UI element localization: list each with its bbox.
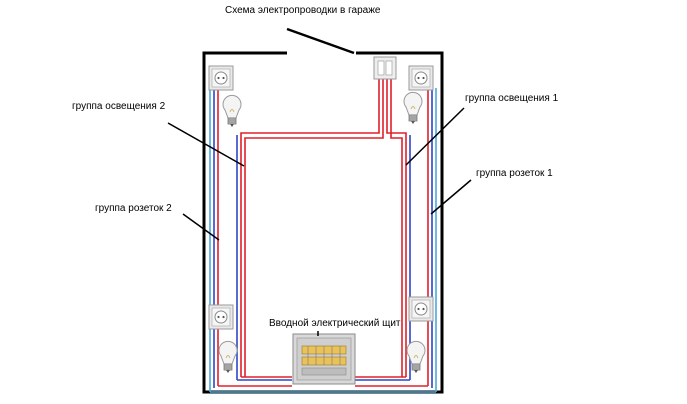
distribution-panel-icon (292, 333, 356, 385)
pointer-sockets-1 (430, 179, 472, 215)
pointer-lines (167, 107, 472, 336)
light-switch-icon (373, 56, 397, 80)
garage-door (286, 27, 355, 55)
label-socket-group-2: группа розеток 2 (95, 203, 172, 214)
socket-icon (408, 296, 434, 322)
light-bulb-icon (403, 91, 423, 125)
pointer-sockets-2 (182, 213, 220, 241)
pointer-lighting-1 (405, 107, 465, 166)
socket-icon (208, 65, 234, 91)
pointer-lighting-2 (167, 122, 245, 167)
light-bulb-icon (222, 94, 242, 128)
label-socket-group-1: группа розеток 1 (476, 168, 553, 179)
label-lighting-group-1: группа освещения 1 (465, 93, 559, 104)
light-bulb-icon (218, 340, 238, 374)
neutral-wires (213, 88, 433, 388)
label-lighting-group-2: группа освещения 2 (72, 101, 166, 112)
socket-icon (208, 304, 234, 330)
diagram-title: Схема электропроводки в гараже (225, 5, 381, 16)
label-distribution-panel: Вводной электрический щит (269, 318, 401, 329)
socket-icon (408, 65, 434, 91)
earth-wires (209, 88, 437, 393)
phase-wires (217, 78, 429, 387)
